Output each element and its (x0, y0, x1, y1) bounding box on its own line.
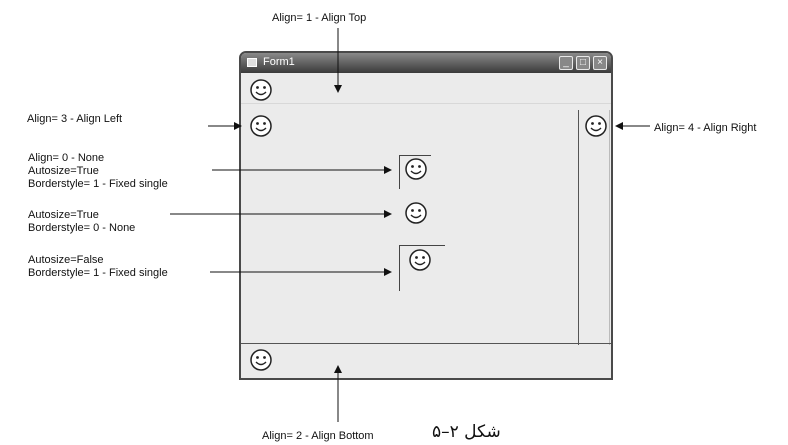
smiley-face-icon-top (250, 79, 272, 101)
title-bar[interactable]: Form1 _ □ × (241, 53, 611, 73)
label-autosize-true-line2: Borderstyle= 0 - None (28, 222, 136, 234)
label-align-bottom: Align= 2 - Align Bottom (262, 430, 374, 442)
label-align-none-line3: Borderstyle= 1 - Fixed single (28, 178, 168, 190)
align-right-picturebox[interactable] (578, 110, 610, 345)
label-autosize-false-line1: Autosize=False (28, 254, 104, 266)
minimize-button[interactable]: _ (559, 56, 573, 70)
label-align-none: Align= 0 - None Autosize=True Borderstyl… (28, 152, 168, 191)
smiley-face-icon-none (405, 158, 427, 180)
label-autosize-true: Autosize=True Borderstyle= 0 - None (28, 209, 135, 235)
form-window: Form1 _ □ × (239, 51, 613, 380)
label-autosize-true-line1: Autosize=True (28, 209, 99, 221)
label-align-top: Align= 1 - Align Top (272, 12, 367, 24)
smiley-face-icon-left (250, 115, 272, 137)
align-top-picturebox[interactable] (241, 73, 611, 104)
smiley-face-icon-fixed (409, 249, 431, 271)
label-align-none-line2: Autosize=True (28, 165, 99, 177)
close-button[interactable]: × (593, 56, 607, 70)
label-autosize-false-line2: Borderstyle= 1 - Fixed single (28, 267, 168, 279)
smiley-face-icon-bottom (250, 349, 272, 371)
label-align-right: Align= 4 - Align Right (654, 122, 757, 134)
figure-caption: شکل ۲–۵ (432, 422, 501, 442)
label-align-none-line1: Align= 0 - None (28, 152, 105, 164)
fixed-single-noautosize-picturebox[interactable] (399, 245, 445, 291)
label-autosize-false: Autosize=False Borderstyle= 1 - Fixed si… (28, 254, 168, 280)
form-client-area (241, 73, 611, 378)
align-bottom-picturebox[interactable] (241, 343, 611, 378)
smiley-face-icon-right (585, 115, 607, 137)
smiley-face-icon-autosize (405, 202, 427, 224)
window-title: Form1 (263, 56, 295, 68)
window-app-icon (247, 58, 257, 67)
fixed-single-autosize-picturebox[interactable] (399, 155, 431, 189)
maximize-button[interactable]: □ (576, 56, 590, 70)
label-align-left: Align= 3 - Align Left (27, 113, 123, 125)
